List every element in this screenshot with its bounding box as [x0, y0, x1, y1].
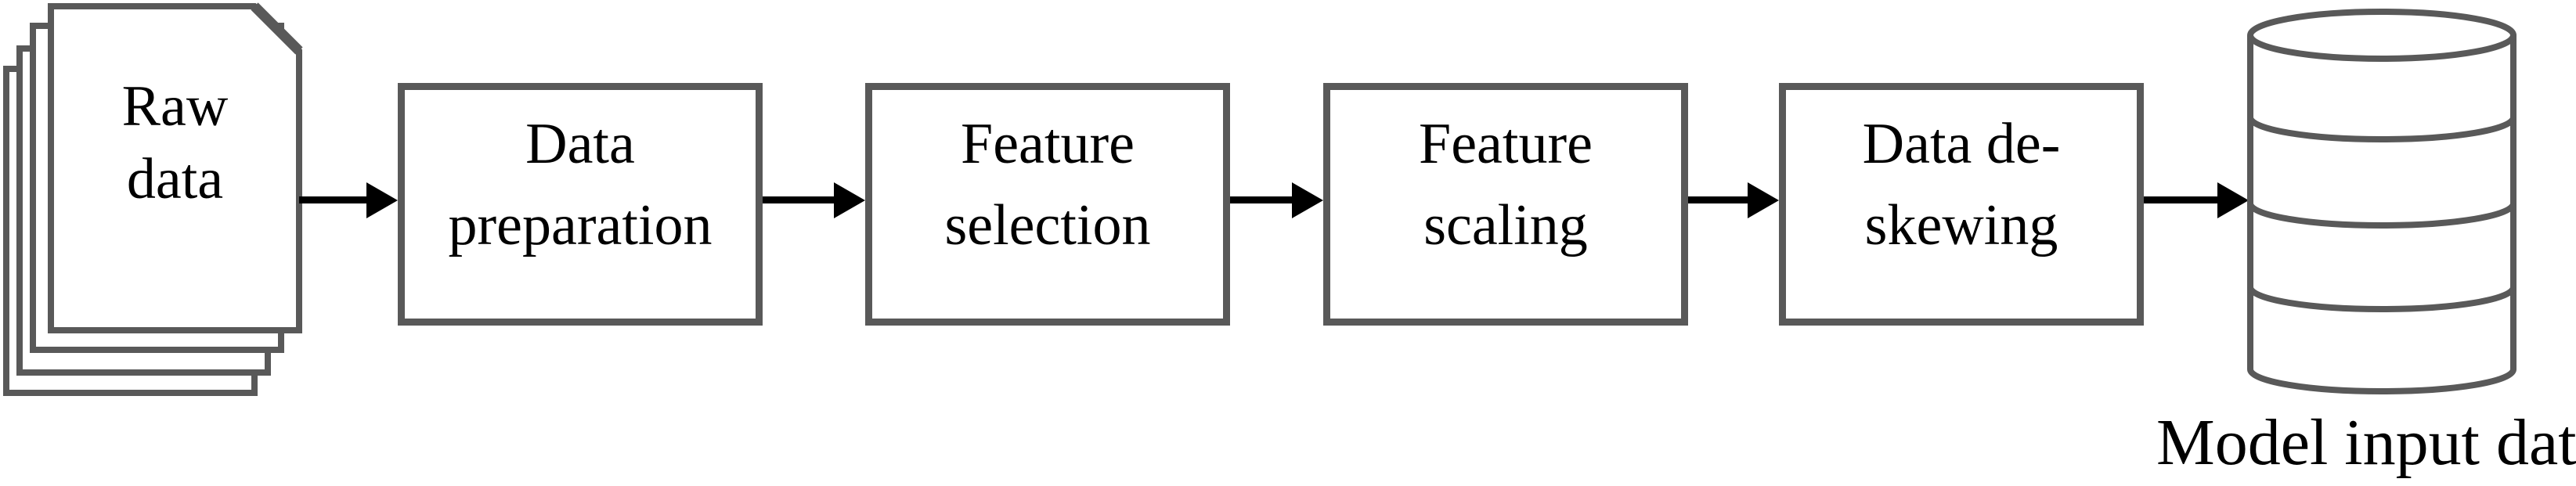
step-box-feature-selection: Feature selection [865, 83, 1230, 326]
arrow-head-icon [1292, 182, 1323, 218]
step-label-line1: Feature [1419, 112, 1593, 177]
step-box-data-deskewing: Data de- skewing [1779, 83, 2144, 326]
arrow-head-icon [834, 182, 865, 218]
step-label-line2: scaling [1423, 193, 1588, 257]
folded-corner [251, 2, 303, 55]
step-label-line2: selection [944, 193, 1151, 257]
raw-data-line2: data [126, 147, 224, 212]
arrow-head-icon [1748, 182, 1779, 218]
document-page-front [48, 3, 302, 333]
arrow-shaft [1230, 196, 1293, 203]
arrow-shaft [763, 196, 835, 203]
arrow-shaft [1688, 196, 1749, 203]
step-label-line2: preparation [448, 193, 713, 257]
arrow-head-icon [366, 182, 398, 218]
cylinder-band-arc-2 [2247, 203, 2516, 229]
step-label-line1: Data de- [1862, 112, 2061, 177]
cylinder-top-ellipse [2247, 9, 2516, 62]
model-input-data-label: Model input data [2156, 406, 2576, 479]
cylinder-bottom-arc [2247, 369, 2516, 394]
raw-data-label: Raw data [51, 70, 299, 216]
database-icon [2247, 9, 2516, 394]
step-box-feature-scaling: Feature scaling [1323, 83, 1688, 326]
cylinder-band-arc-3 [2247, 286, 2516, 312]
arrow-shaft [299, 196, 368, 203]
cylinder-band-arc-1 [2247, 117, 2516, 142]
raw-data-line1: Raw [121, 74, 229, 139]
step-box-data-preparation: Data preparation [398, 83, 763, 326]
document-stack-icon [3, 2, 303, 396]
step-label-line2: skewing [1864, 193, 2058, 257]
step-label-line1: Feature [961, 112, 1135, 177]
step-label-line1: Data [525, 112, 635, 177]
arrow-shaft [2144, 196, 2219, 203]
arrow-head-icon [2217, 182, 2249, 218]
